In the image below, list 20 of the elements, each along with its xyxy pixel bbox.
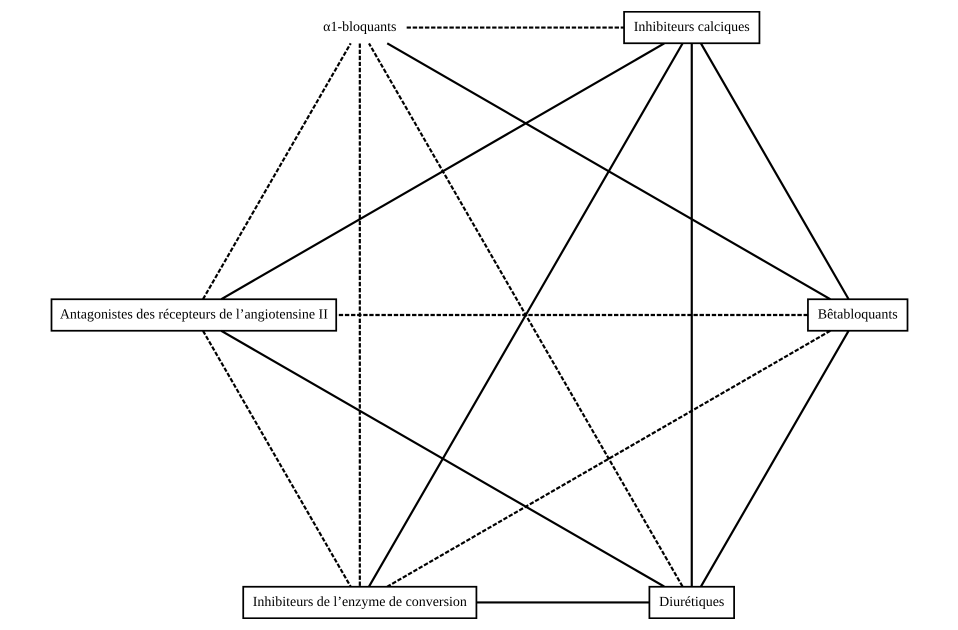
connector	[202, 42, 352, 300]
node-text: α1-bloquants	[322, 20, 396, 35]
connector	[336, 314, 808, 316]
connector	[202, 330, 352, 588]
node-box: Antagonistes des récepteurs de l’angiotensine II	[50, 298, 337, 332]
connector	[476, 601, 649, 604]
connector	[386, 42, 830, 300]
connector	[699, 330, 850, 588]
connector	[386, 330, 830, 588]
node-box: Bêtabloquants	[806, 298, 908, 332]
connector	[358, 44, 360, 587]
connector	[406, 26, 624, 29]
connector	[368, 42, 683, 588]
node-box: Inhibiteurs de l’enzyme de conversion	[242, 586, 477, 620]
connector	[699, 42, 850, 300]
connector	[220, 42, 664, 300]
node-box: Diurétiques	[648, 586, 734, 620]
connector	[220, 330, 664, 588]
node-box: Inhibiteurs calciques	[622, 10, 760, 44]
connector	[690, 43, 692, 586]
